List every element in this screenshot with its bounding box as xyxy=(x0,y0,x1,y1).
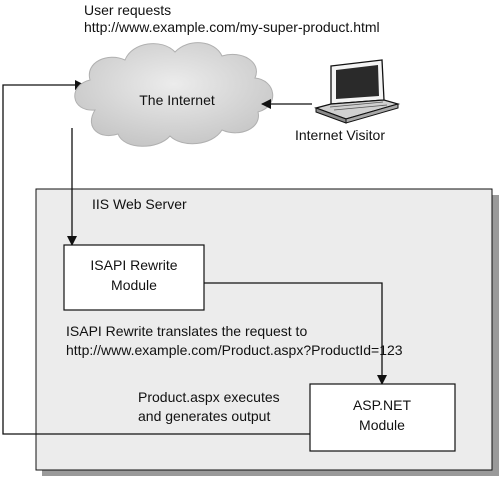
laptop-icon xyxy=(314,59,401,124)
rewrite-connector xyxy=(204,282,387,385)
server-title: IIS Web Server xyxy=(92,196,187,212)
isapi-module-line-2: Module xyxy=(111,277,157,293)
exec-note-line-2: and generates output xyxy=(138,408,270,424)
isapi-module-line-1: ISAPI Rewrite xyxy=(90,257,177,273)
aspnet-module-line-1: ASP.NET xyxy=(353,397,412,413)
aspnet-module-line-2: Module xyxy=(359,417,405,433)
visitor-label: Internet Visitor xyxy=(295,127,385,143)
aspnet-module-box xyxy=(309,383,456,452)
isapi-rewrite-module-box xyxy=(63,244,205,311)
response-connector xyxy=(2,80,310,435)
exec-note-line-1: Product.aspx executes xyxy=(138,389,280,405)
header-line-2: http://www.example.com/my-super-product.… xyxy=(84,19,380,35)
rewrite-note-line-2: http://www.example.com/Product.aspx?Prod… xyxy=(66,342,403,358)
header-line-1: User requests xyxy=(84,2,171,18)
internet-cloud: The Internet xyxy=(74,42,274,147)
rewrite-note-line-1: ISAPI Rewrite translates the request to xyxy=(66,323,307,339)
cloud-label: The Internet xyxy=(139,92,215,108)
